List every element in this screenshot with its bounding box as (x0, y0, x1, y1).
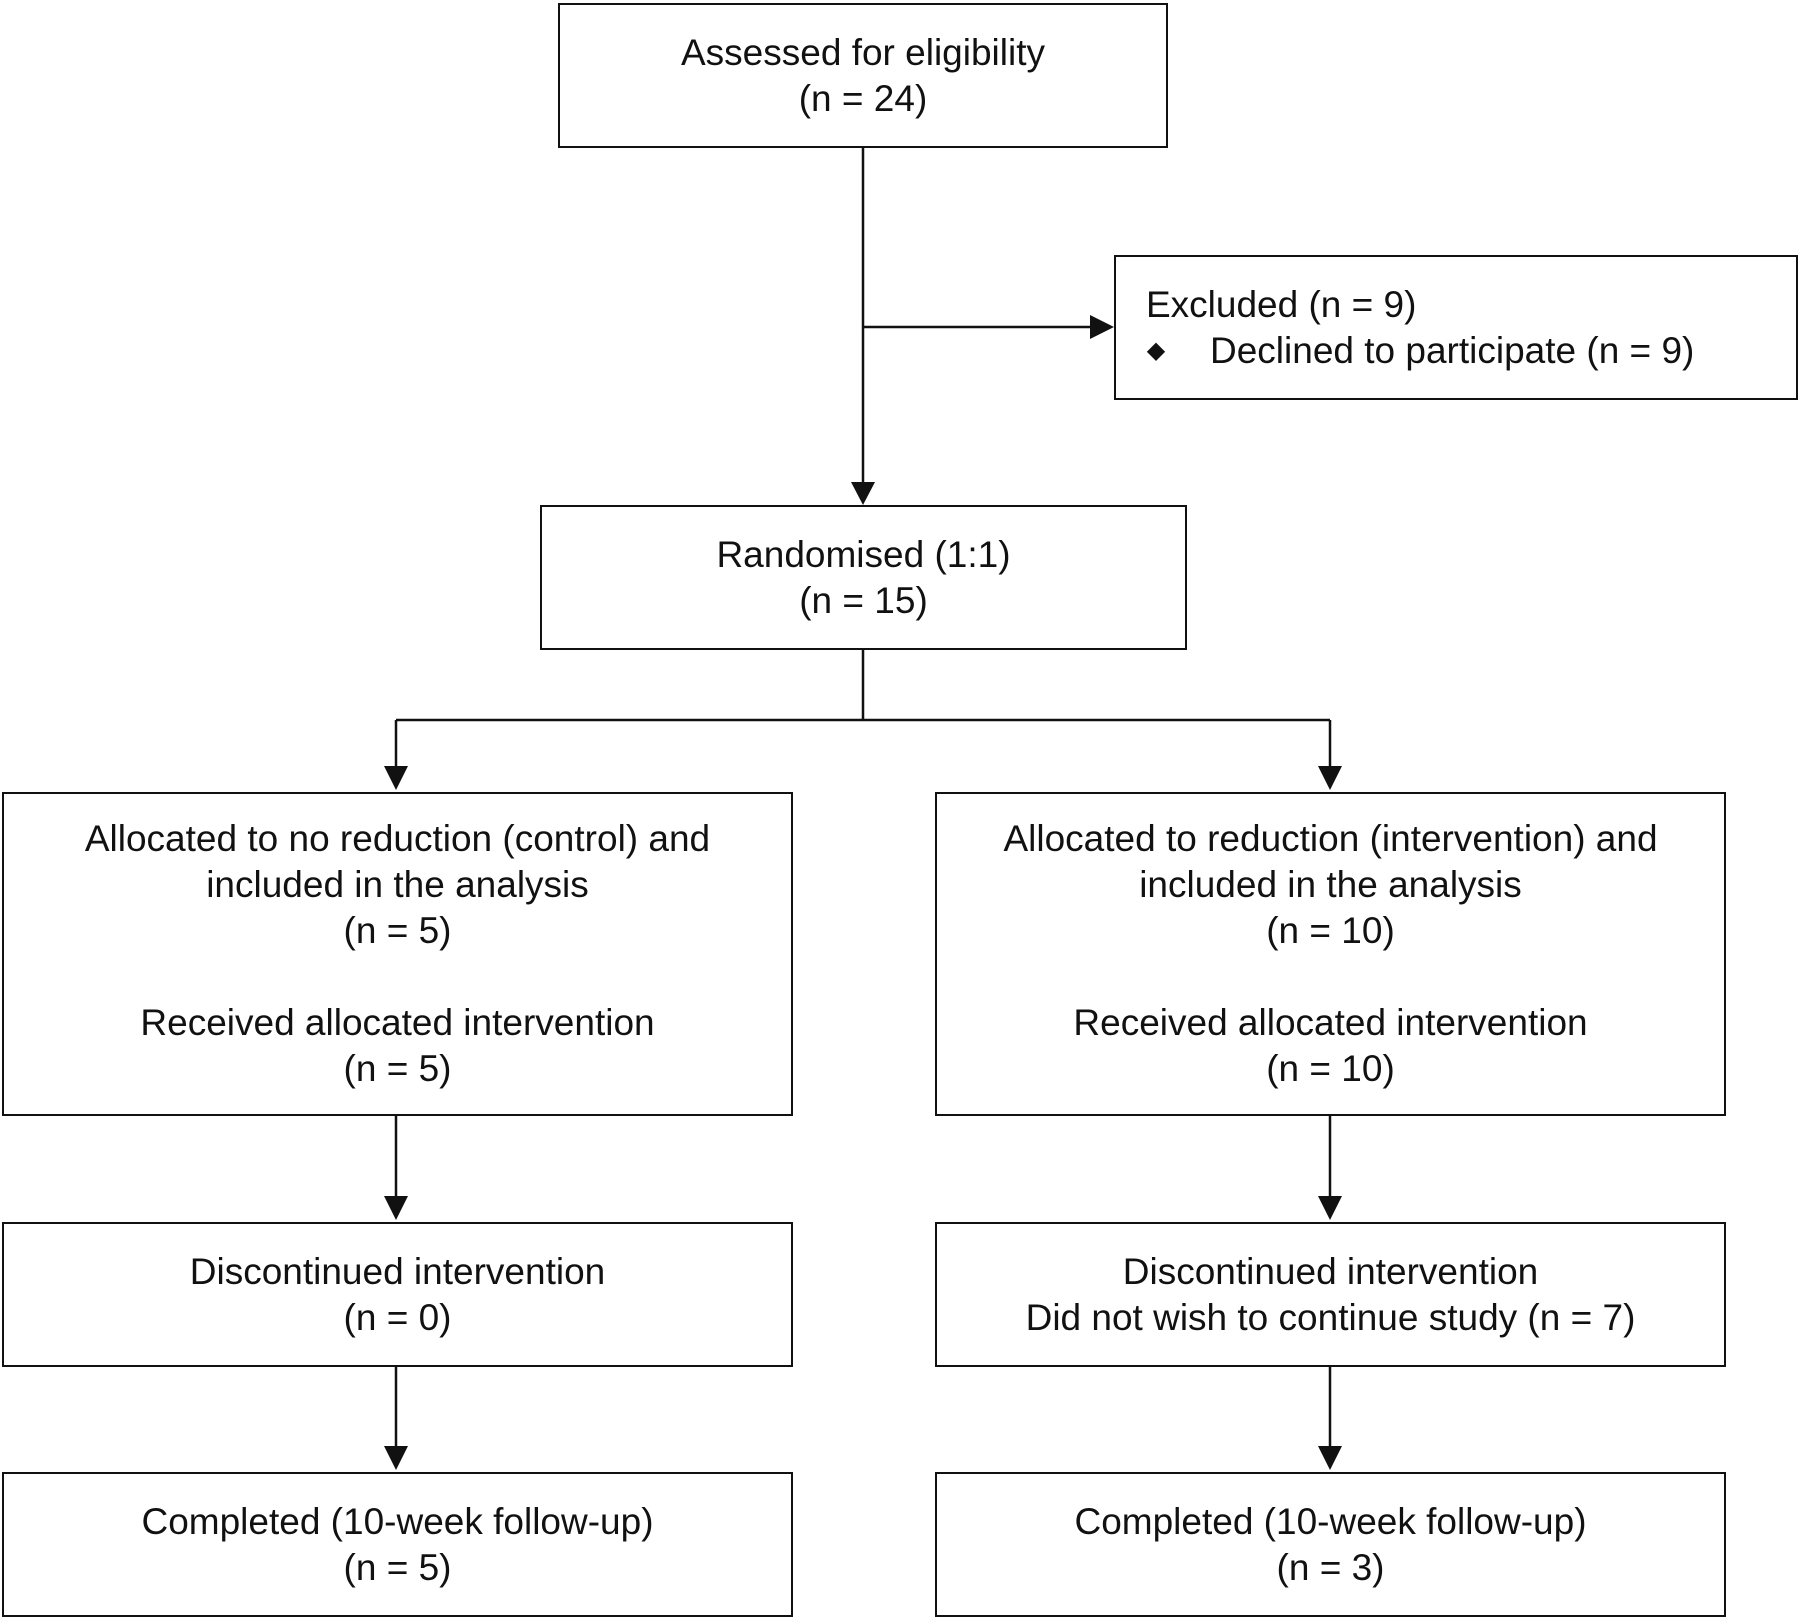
control-allocated-box: Allocated to no reduction (control) and … (2, 792, 793, 1116)
diamond-bullet-icon: ◆ (1146, 336, 1166, 364)
arrowhead-control-discontinued (384, 1196, 408, 1220)
control-discontinued-box: Discontinued intervention (n = 0) (2, 1222, 793, 1367)
control-completed-count: (n = 5) (343, 1546, 452, 1588)
assessed-title: Assessed for eligibility (681, 31, 1045, 73)
excluded-box: Excluded (n = 9) ◆ Declined to participa… (1114, 255, 1798, 400)
arrowhead-intervention-allocated (1318, 766, 1342, 790)
intervention-allocated-box: Allocated to reduction (intervention) an… (935, 792, 1726, 1116)
excluded-title: Excluded (n = 9) (1146, 283, 1417, 325)
control-discontinued-count: (n = 0) (343, 1296, 452, 1338)
assessed-count: (n = 24) (798, 77, 928, 119)
arrowhead-control-completed (384, 1446, 408, 1470)
intervention-allocated-line1: Allocated to reduction (intervention) an… (1003, 818, 1658, 859)
arrowhead-randomised (851, 482, 875, 505)
control-completed: Completed (10-week follow-up) (141, 1500, 654, 1542)
control-allocated-line1: Allocated to no reduction (control) and (84, 818, 711, 859)
excluded-reason-row: ◆ Declined to participate (n = 9) (1146, 328, 1695, 374)
randomised-box: Randomised (1:1) (n = 15) (540, 505, 1187, 650)
intervention-discontinued-box: Discontinued intervention Did not wish t… (935, 1222, 1726, 1367)
assessed-box: Assessed for eligibility (n = 24) (558, 3, 1168, 148)
intervention-completed-count: (n = 3) (1276, 1546, 1385, 1588)
intervention-received-count: (n = 10) (1266, 1048, 1395, 1089)
intervention-received: Received allocated intervention (1073, 1002, 1588, 1043)
randomised-count: (n = 15) (799, 579, 928, 621)
excluded-reason: Declined to participate (n = 9) (1210, 329, 1695, 371)
arrowhead-intervention-completed (1318, 1446, 1342, 1470)
randomised-title: Randomised (1:1) (716, 533, 1011, 575)
arrowhead-control-allocated (384, 766, 408, 790)
intervention-completed: Completed (10-week follow-up) (1074, 1500, 1587, 1542)
intervention-discontinued-reason: Did not wish to continue study (n = 7) (1025, 1296, 1636, 1338)
control-allocated-line2: included in the analysis (206, 864, 589, 905)
intervention-allocated-line2: included in the analysis (1139, 864, 1522, 905)
control-received: Received allocated intervention (140, 1002, 655, 1043)
intervention-completed-box: Completed (10-week follow-up) (n = 3) (935, 1472, 1726, 1617)
control-received-count: (n = 5) (343, 1048, 452, 1089)
arrowhead-intervention-discontinued (1318, 1196, 1342, 1220)
control-completed-box: Completed (10-week follow-up) (n = 5) (2, 1472, 793, 1617)
intervention-allocated-count: (n = 10) (1266, 910, 1395, 951)
arrowhead-excluded (1090, 315, 1114, 339)
control-allocated-count: (n = 5) (343, 910, 452, 951)
intervention-discontinued: Discontinued intervention (1122, 1250, 1539, 1292)
control-discontinued: Discontinued intervention (189, 1250, 606, 1292)
